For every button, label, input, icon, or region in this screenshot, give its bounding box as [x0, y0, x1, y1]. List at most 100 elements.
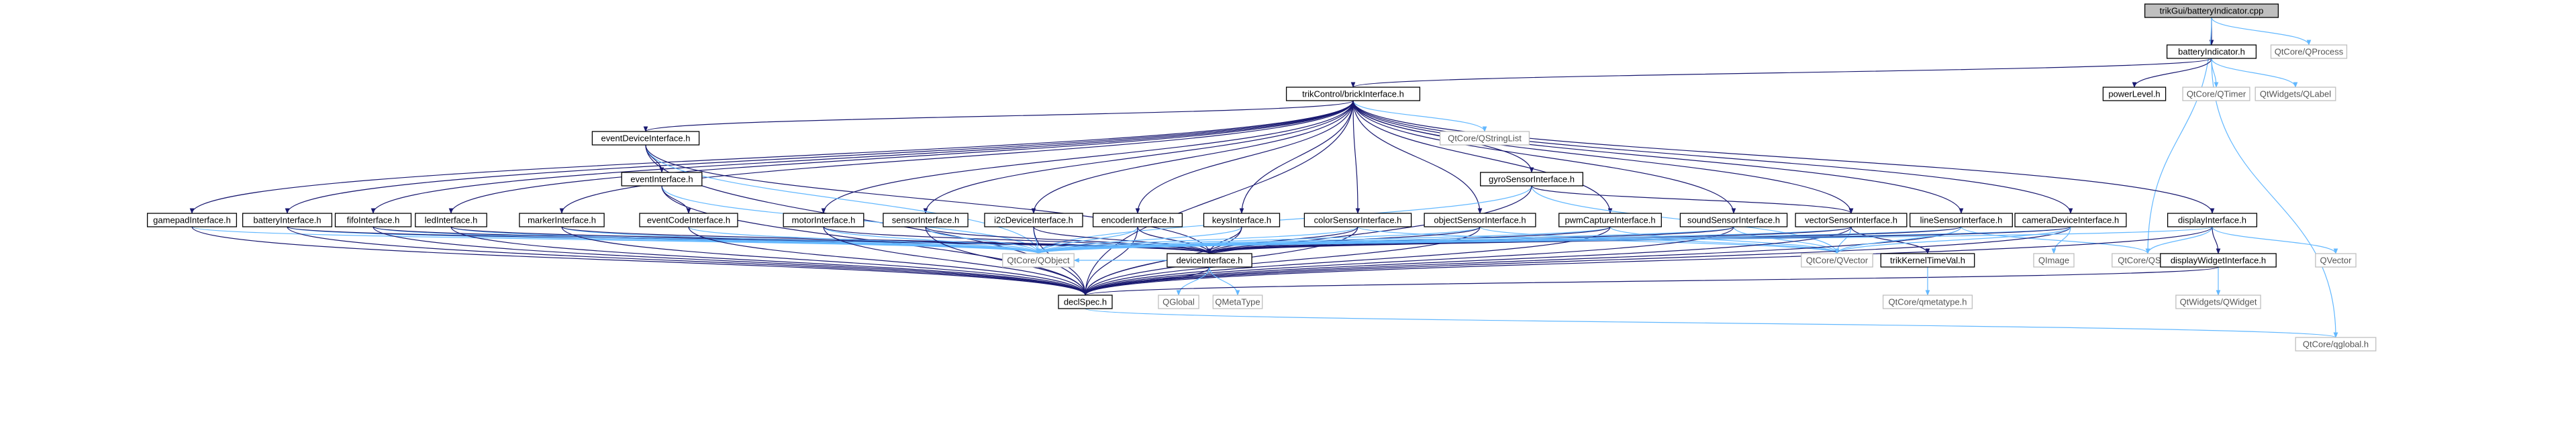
node-label: fifoInterface.h: [347, 215, 400, 225]
edge-brick-to-keys: [1239, 100, 1354, 214]
edge-motor-to-qobject: [823, 226, 1041, 254]
node-label: markerInterface.h: [528, 215, 596, 225]
node-vector[interactable]: vectorSensorInterface.h: [1795, 213, 1908, 227]
node-qprocess: QtCore/QProcess: [2270, 44, 2348, 59]
node-battery-h[interactable]: batteryIndicator.h: [2166, 44, 2257, 59]
node-eventdev[interactable]: eventDeviceInterface.h: [591, 131, 700, 146]
edge-brick-to-encoder: [1135, 100, 1354, 214]
node-label: displayInterface.h: [2178, 215, 2246, 225]
edge-gamepad-to-declspec: [191, 226, 1088, 296]
node-label: batteryInterface.h: [253, 215, 321, 225]
edge-brick-to-sensor: [923, 100, 1354, 214]
edge-sound-to-devicei: [1207, 226, 1734, 254]
edge-keys-to-qobject: [1036, 226, 1242, 254]
edge-brick-to-batteryif: [285, 100, 1354, 214]
node-box: [621, 172, 703, 187]
edge-led-to-qobject: [450, 226, 1041, 254]
node-label: QtCore/QStringList: [1448, 134, 1522, 144]
node-box: [146, 213, 238, 227]
node-label: eventInterface.h: [630, 174, 693, 184]
node-box: [1203, 213, 1281, 227]
node-box: [1795, 213, 1908, 227]
edge-battery-h-to-qglobal-h: [2211, 58, 2338, 338]
node-label: QtCore/QProcess: [2275, 47, 2344, 57]
edge-brick-to-camera: [1352, 100, 2073, 214]
edge-displaywidget-to-declspec: [1083, 266, 2219, 296]
node-brick[interactable]: trikControl/brickInterface.h: [1285, 87, 1421, 101]
node-box: [2144, 3, 2279, 18]
node-devicei[interactable]: deviceInterface.h: [1167, 253, 1252, 268]
edge-eventcode-to-declspec: [688, 226, 1088, 296]
node-box: [783, 213, 864, 227]
node-kerneltime[interactable]: trikKernelTimeVal.h: [1880, 253, 1975, 268]
node-label: sensorInterface.h: [892, 215, 959, 225]
edge-eventdev-to-qobject: [645, 144, 1041, 254]
node-gamepad[interactable]: gamepadInterface.h: [146, 213, 238, 227]
node-box: [591, 131, 700, 146]
edge-pwmcap-to-devicei: [1207, 226, 1611, 254]
node-box: [1801, 253, 1873, 268]
edge-line-to-qstring: [1961, 226, 2150, 254]
node-color[interactable]: colorSensorInterface.h: [1303, 213, 1412, 227]
node-marker[interactable]: markerInterface.h: [519, 213, 605, 227]
node-qmetatype: QMetaType: [1212, 295, 1263, 309]
node-label: batteryIndicator.h: [2178, 47, 2245, 57]
node-displaywidget[interactable]: displayWidgetInterface.h: [2160, 253, 2277, 268]
edge-brick-to-objsensor: [1352, 100, 1483, 214]
node-qlabel: QtWidgets/QLabel: [2255, 87, 2336, 101]
node-box: [415, 213, 487, 227]
node-pwmcap[interactable]: pwmCaptureInterface.h: [1558, 213, 1662, 227]
node-eventcode[interactable]: eventCodeInterface.h: [639, 213, 738, 227]
edge-marker-to-declspec: [561, 226, 1088, 296]
node-box: [2255, 87, 2336, 101]
edge-encoder-to-declspec: [1083, 226, 1138, 296]
edge-eventif-to-eventcode: [661, 185, 691, 214]
node-eventif[interactable]: eventInterface.h: [621, 172, 703, 187]
node-qglobal-h: QtCore/qglobal.h: [2295, 337, 2377, 352]
edge-line-to-qvector: [1834, 226, 1962, 254]
node-box: [1285, 87, 1421, 101]
edge-marker-to-qobject: [561, 226, 1041, 254]
edge-sound-to-declspec: [1083, 226, 1734, 296]
edge-camera-to-qvector: [1834, 226, 2071, 254]
edge-objsensor-to-qobject: [1036, 226, 1481, 254]
node-line[interactable]: lineSensorInterface.h: [1910, 213, 2013, 227]
node-qwidget: QtWidgets/QWidget: [2175, 295, 2261, 309]
edge-vector-to-declspec: [1083, 226, 1852, 296]
node-sound[interactable]: soundSensorInterface.h: [1679, 213, 1788, 227]
edge-brick-to-sound: [1352, 100, 1736, 214]
node-led[interactable]: ledInterface.h: [415, 213, 487, 227]
edge-led-to-devicei: [450, 226, 1211, 254]
node-batteryif[interactable]: batteryInterface.h: [242, 213, 333, 227]
edge-brick-to-vector: [1352, 100, 1854, 214]
node-battery-cpp[interactable]: trikGui/batteryIndicator.cpp: [2144, 3, 2279, 18]
node-display[interactable]: displayInterface.h: [2167, 213, 2258, 227]
node-i2c[interactable]: i2cDeviceInterface.h: [984, 213, 1083, 227]
edge-battery-cpp-to-qprocess: [2211, 17, 2312, 46]
edge-objsensor-to-devicei: [1207, 226, 1481, 254]
edge-devicei-to-qmetatype: [1209, 266, 1240, 296]
node-label: soundSensorInterface.h: [1687, 215, 1780, 225]
node-label: trikControl/brickInterface.h: [1302, 89, 1404, 99]
edge-vector-to-kerneltime: [1850, 226, 1930, 254]
edge-brick-to-gamepad: [189, 100, 1354, 214]
node-box: [242, 213, 333, 227]
node-camera[interactable]: cameraDeviceInterface.h: [2014, 213, 2127, 227]
node-gyro[interactable]: gyroSensorInterface.h: [1480, 172, 1583, 187]
node-fifo[interactable]: fifoInterface.h: [334, 213, 412, 227]
edge-declspec-to-qglobal-h: [1085, 308, 2338, 338]
node-encoder[interactable]: encoderInterface.h: [1092, 213, 1183, 227]
edge-devicei-to-declspec: [1083, 266, 1210, 296]
node-objsensor[interactable]: objectSensorInterface.h: [1424, 213, 1536, 227]
node-sensor[interactable]: sensorInterface.h: [883, 213, 969, 227]
node-motor[interactable]: motorInterface.h: [783, 213, 864, 227]
edge-color-to-devicei: [1207, 226, 1358, 254]
node-box: [1303, 213, 1412, 227]
node-keys[interactable]: keysInterface.h: [1203, 213, 1281, 227]
node-box: [1058, 295, 1113, 309]
node-declspec[interactable]: declSpec.h: [1058, 295, 1113, 309]
node-powerlevel[interactable]: powerLevel.h: [2102, 87, 2167, 101]
edge-battery-h-to-qlabel: [2211, 58, 2298, 88]
node-box: [2270, 44, 2348, 59]
node-label: cameraDeviceInterface.h: [2022, 215, 2120, 225]
